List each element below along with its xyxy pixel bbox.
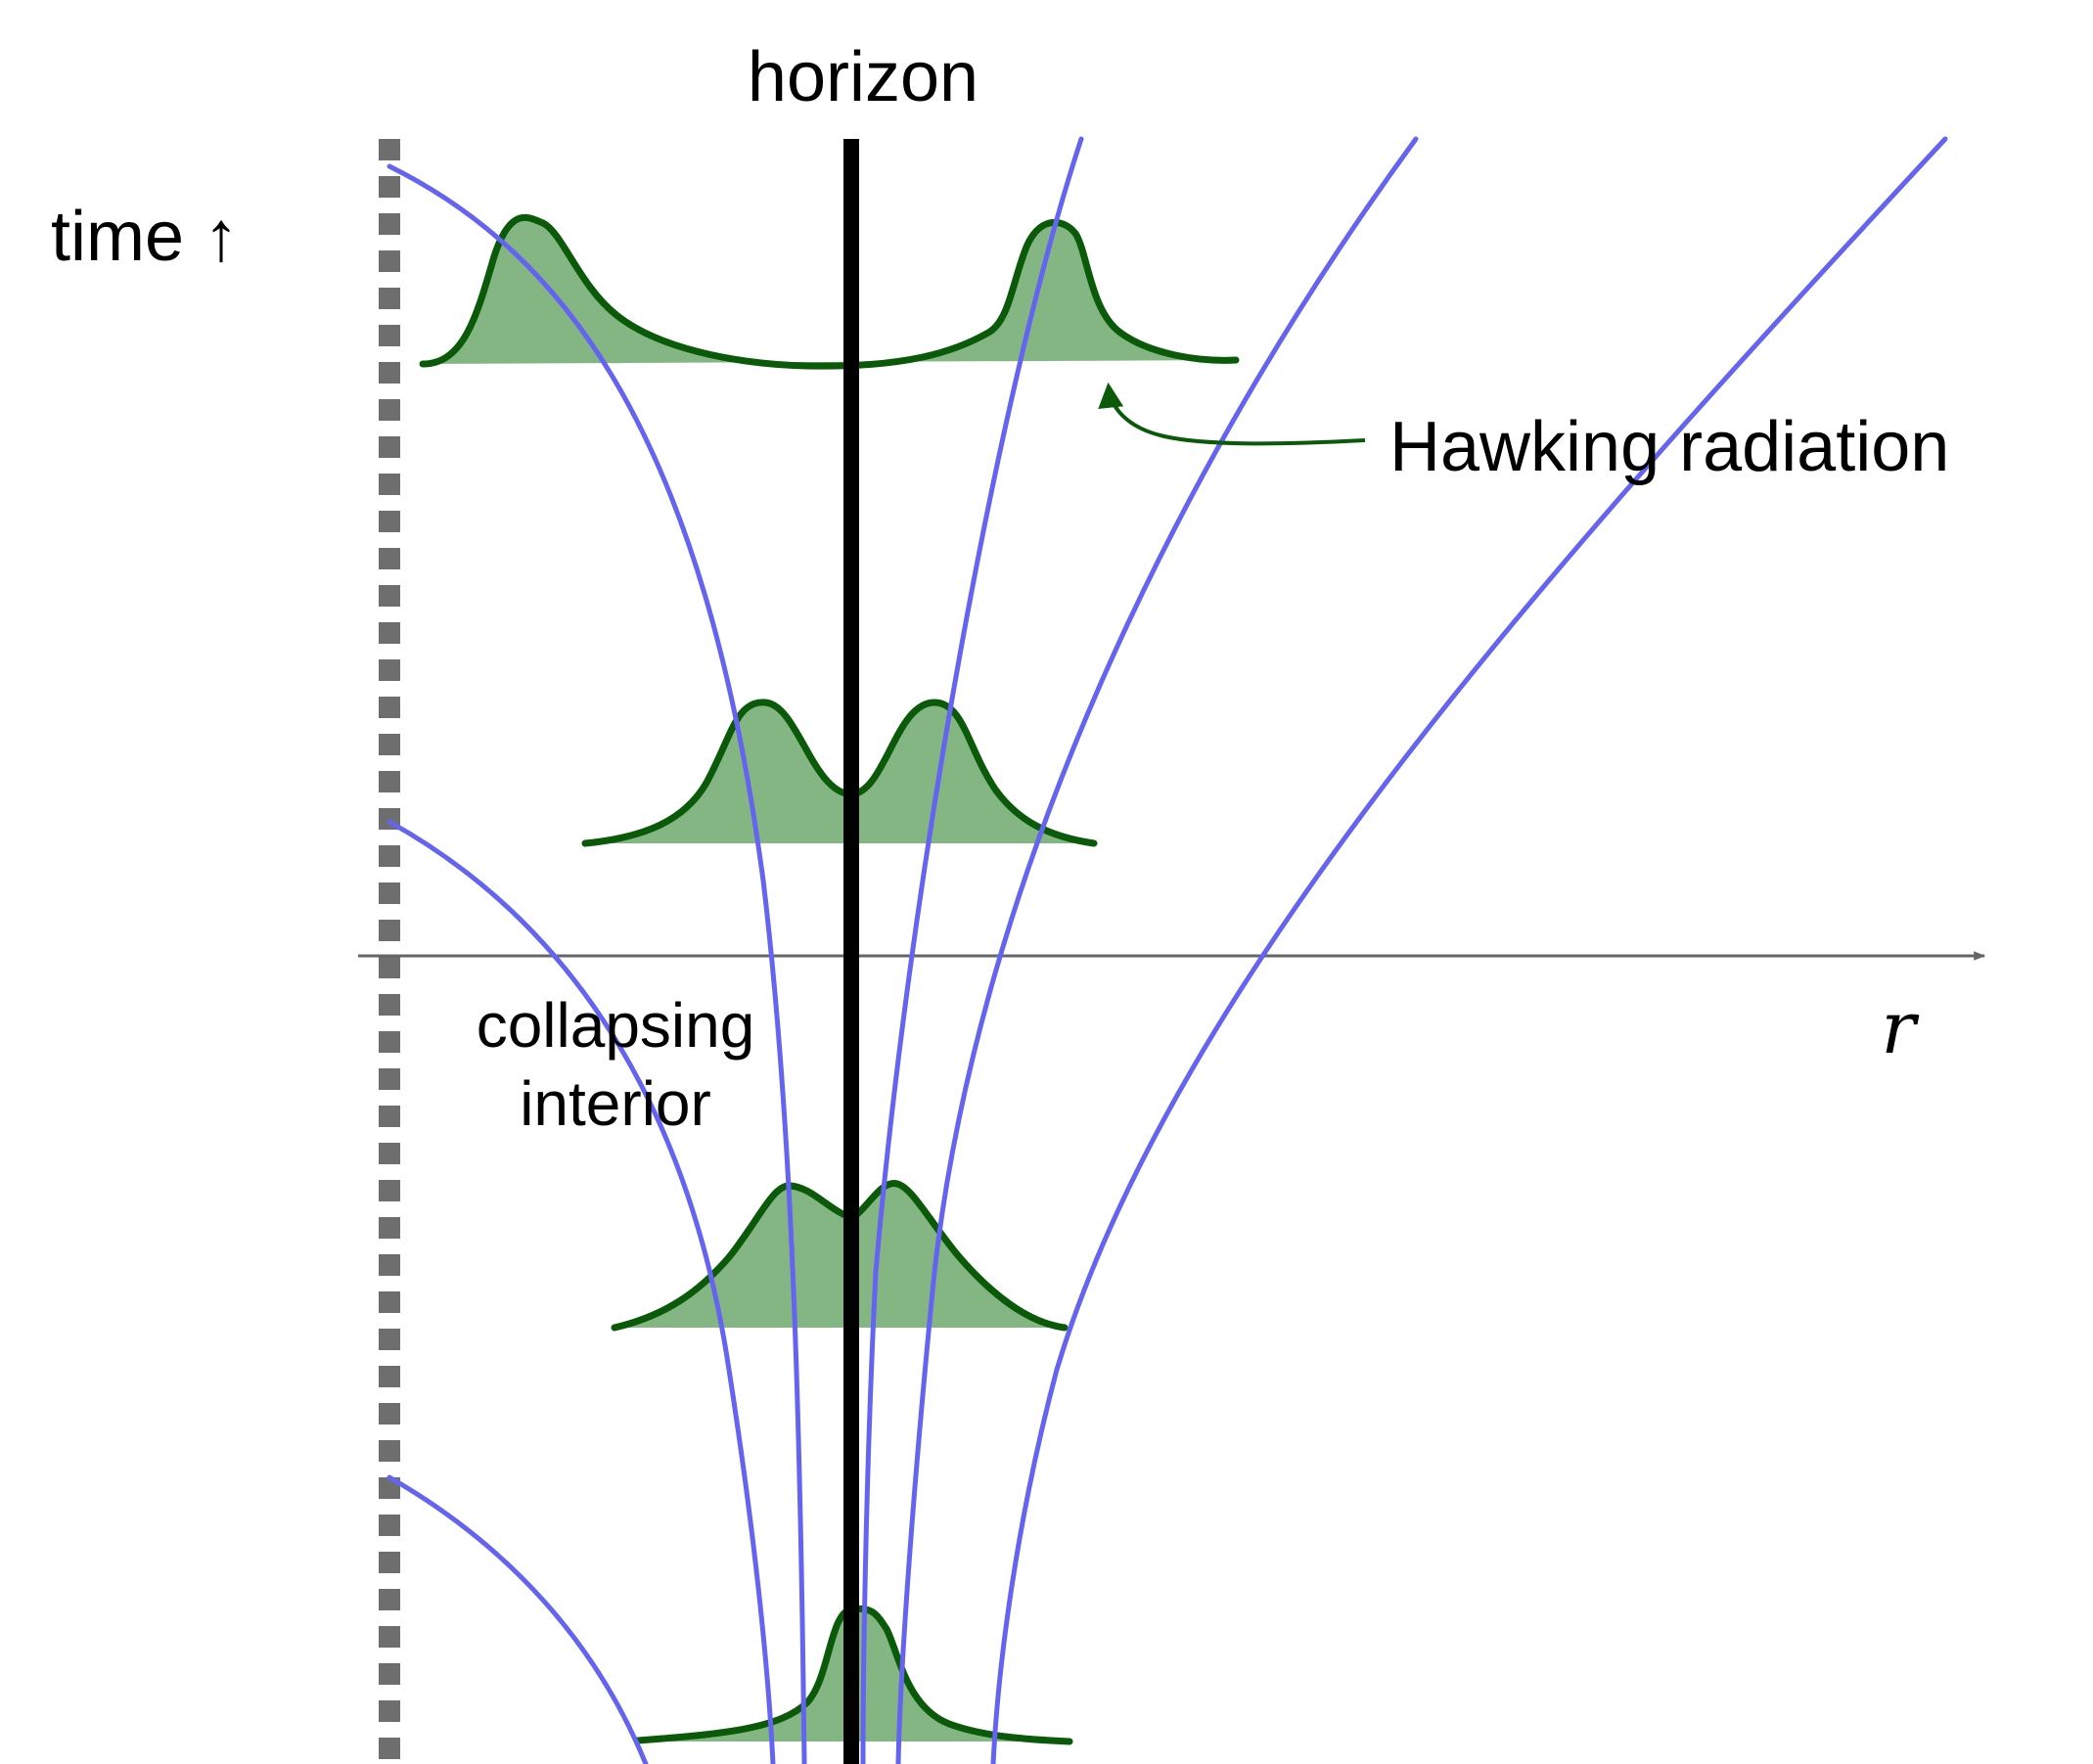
worldlines <box>387 136 1948 1764</box>
collapsing-interior-label-line2: interior <box>520 1068 711 1139</box>
infalling-worldline-3 <box>387 1474 649 1764</box>
outgoing-worldline-2 <box>895 136 1419 1764</box>
outgoing-worldline-1 <box>860 136 1084 1764</box>
wave-packet-second <box>581 699 1098 847</box>
curved-arrow-icon <box>1098 382 1366 446</box>
collapsing-interior-label-line1: collapsing <box>477 990 755 1061</box>
outgoing-worldline-3 <box>990 136 1948 1764</box>
r-axis-label: r <box>1881 986 1920 1070</box>
wave-packet-third <box>611 1180 1069 1332</box>
wave-packet-top <box>419 213 1240 370</box>
infalling-worldline-1 <box>387 163 807 1764</box>
hawking-radiation-label: Hawking radiation <box>1389 408 1949 486</box>
infalling-worldline-2 <box>387 819 776 1764</box>
horizon-label: horizon <box>748 38 978 116</box>
time-axis-label: time ↑ <box>51 198 239 276</box>
